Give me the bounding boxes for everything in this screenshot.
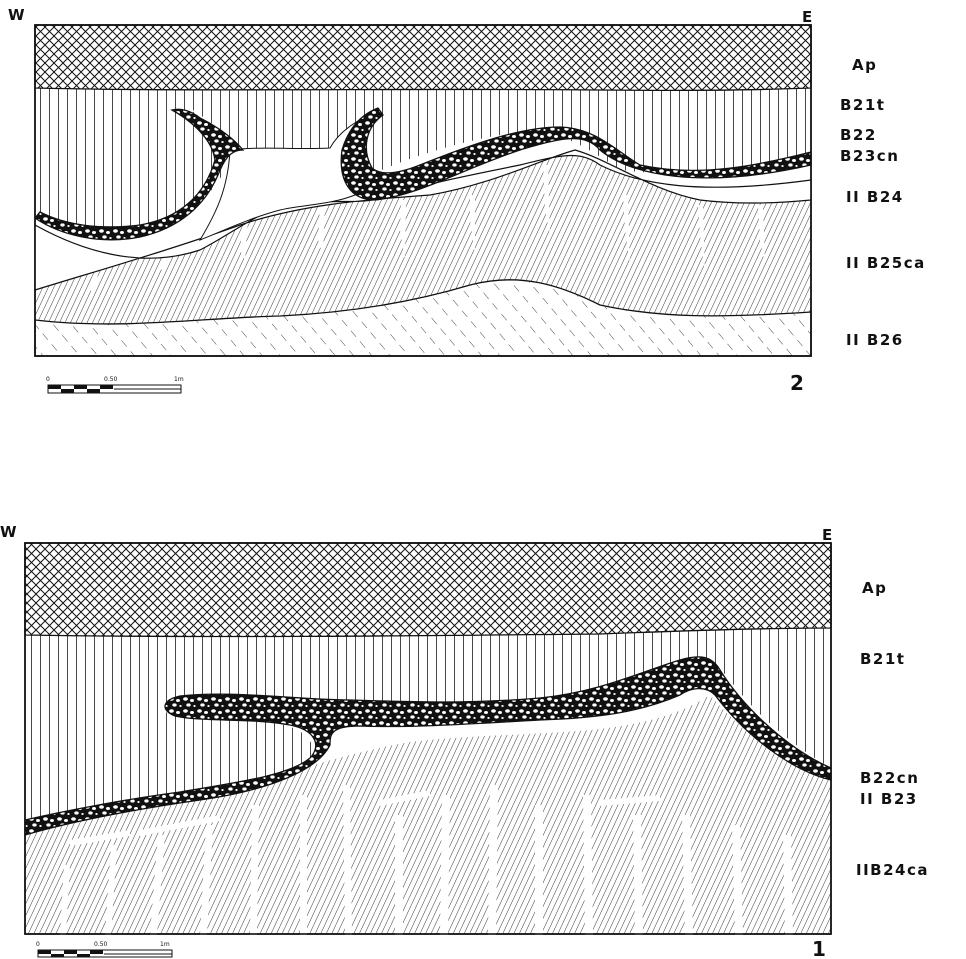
profile-2-scale-bar: 0 0.50 1m <box>46 376 184 393</box>
profile-1-west-label: W <box>0 523 17 541</box>
profile-1-east-label: E <box>822 526 832 544</box>
profile-2-scale-mid: 0.50 <box>104 376 118 383</box>
profile-1: W E Ap B21t B22cn II B23 IIB24ca 0 0.50 … <box>0 523 929 959</box>
profile-2-number: 2 <box>790 371 804 395</box>
profile-1-scale-mid: 0.50 <box>94 941 108 948</box>
profile-2-label-b21t: B21t <box>840 96 885 114</box>
profile-1-label-ap: Ap <box>862 579 887 597</box>
profile-2-scale-start: 0 <box>46 376 50 383</box>
profile-1-label-b22cn: B22cn <box>860 769 919 787</box>
profile-1-number: 1 <box>812 937 826 959</box>
profile-2-label-ap: Ap <box>852 56 877 74</box>
profile-2-label-ii-b26: II B26 <box>846 331 904 349</box>
profile-2-scale-end: 1m <box>174 376 184 383</box>
profile-2-label-ii-b24: II B24 <box>846 188 904 206</box>
profile-2-east-label: E <box>802 8 812 26</box>
profile-1-scale-start: 0 <box>36 941 40 948</box>
profile-1-scale-bar: 0 0.50 1m <box>36 941 172 957</box>
profile-1-scale-end: 1m <box>160 941 170 948</box>
profile-1-label-iib24ca: IIB24ca <box>856 861 929 879</box>
profile-1-label-b21t: B21t <box>860 650 905 668</box>
horizon-ap-1 <box>25 543 831 637</box>
profile-2-label-ii-b25ca: II B25ca <box>846 254 926 272</box>
profile-2-label-b22: B22 <box>840 126 877 144</box>
profile-1-label-ii-b23: II B23 <box>860 790 918 808</box>
profile-2-west-label: W <box>8 6 25 24</box>
horizon-ap <box>35 25 811 90</box>
profile-2: W E Ap B21t B22 B23cn II B24 II B25ca II… <box>8 6 926 395</box>
profile-2-label-b23cn: B23cn <box>840 147 899 165</box>
